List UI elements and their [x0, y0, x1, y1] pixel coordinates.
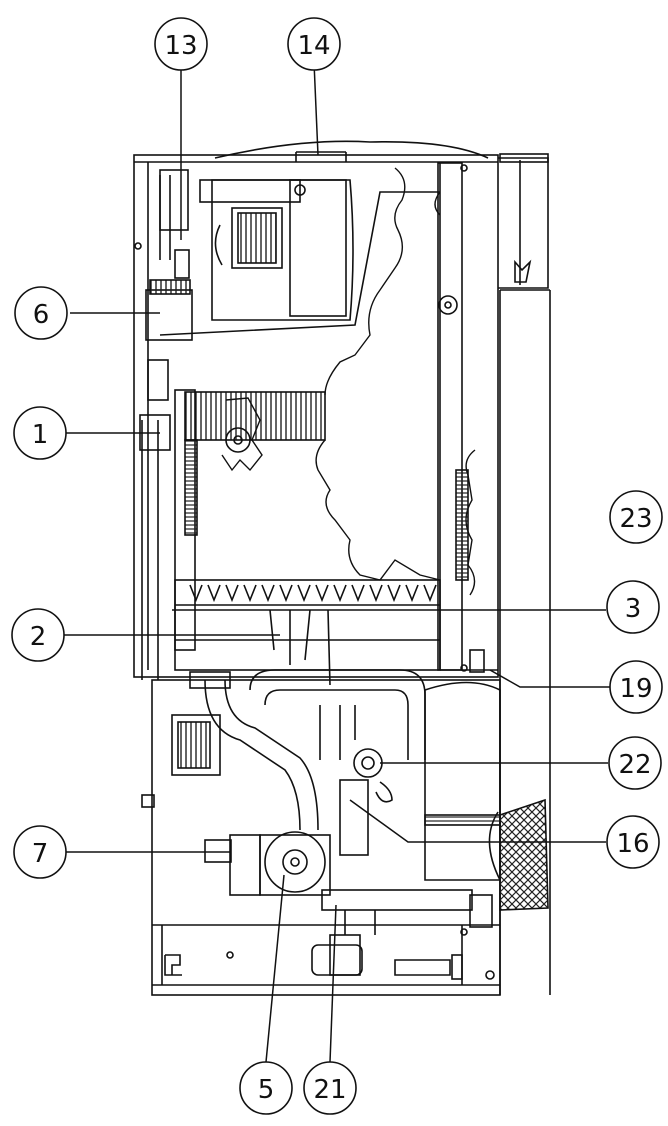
callout-label-23: 23 [619, 504, 652, 534]
callout-13: 13 [154, 17, 208, 71]
cutaway-edges [221, 167, 476, 596]
callout-6: 6 [14, 286, 68, 340]
callout-23: 23 [609, 490, 663, 544]
leader-21 [329, 904, 337, 1063]
callout-label-2: 2 [30, 622, 47, 652]
callout-19: 19 [609, 660, 663, 714]
callout-label-7: 7 [32, 839, 49, 869]
callout-3: 3 [606, 580, 660, 634]
callout-21: 21 [303, 1061, 357, 1115]
callout-1: 1 [13, 406, 67, 460]
leader-5 [265, 874, 285, 1063]
leader-16 [349, 799, 606, 843]
burner-nozzles [189, 584, 437, 603]
leader-lines [64, 61, 660, 1063]
callout-16: 16 [606, 815, 660, 869]
boiler-outline [133, 140, 551, 996]
callout-label-3: 3 [625, 594, 642, 624]
leader-19 [489, 669, 612, 688]
callout-5: 5 [239, 1061, 293, 1115]
callout-label-6: 6 [33, 300, 50, 330]
callout-label-5: 5 [258, 1075, 275, 1105]
callout-label-16: 16 [616, 829, 649, 859]
callout-label-22: 22 [618, 750, 651, 780]
callouts: 13 14 6 1 23 3 2 19 [11, 17, 663, 1115]
callout-label-14: 14 [297, 31, 330, 61]
callout-22: 22 [608, 736, 662, 790]
callout-label-21: 21 [313, 1075, 346, 1105]
callout-label-13: 13 [164, 31, 197, 61]
callout-14: 14 [287, 17, 341, 71]
leader-14 [313, 61, 319, 156]
callout-label-19: 19 [619, 674, 652, 704]
callout-2: 2 [11, 608, 65, 662]
callout-7: 7 [13, 825, 67, 879]
callout-label-1: 1 [32, 420, 49, 450]
